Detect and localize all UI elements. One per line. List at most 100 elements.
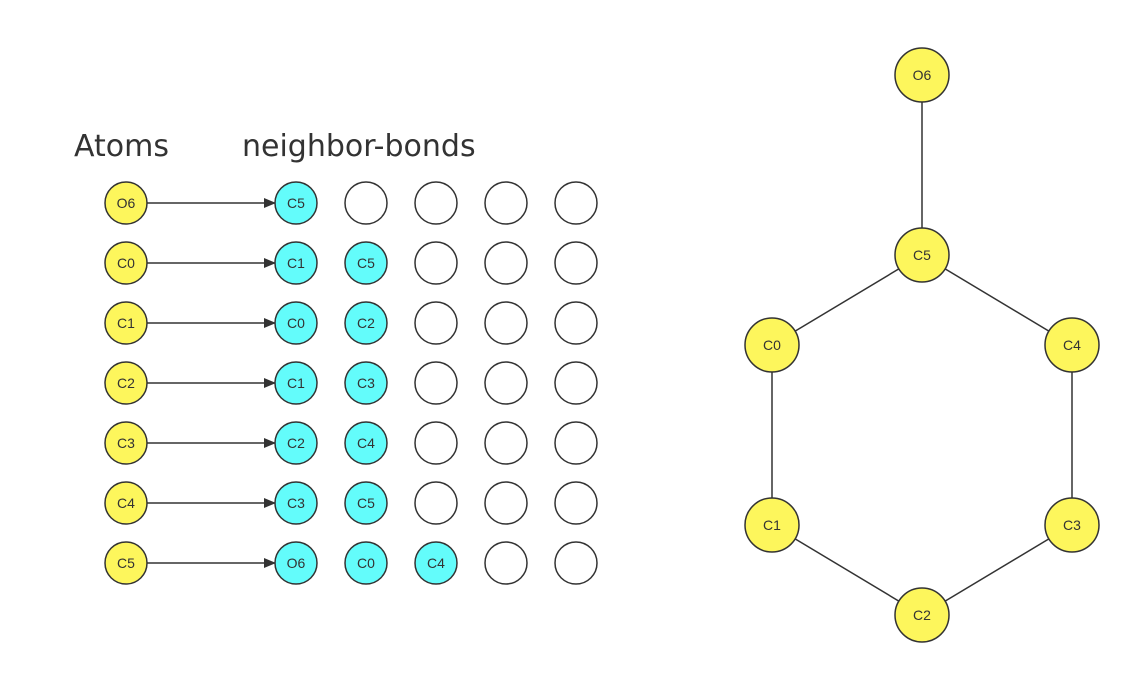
table-row-o6: O6 C5 <box>104 181 598 225</box>
neighbor-c0-label: C0 <box>287 315 305 331</box>
molecule-atom-o6: O6 <box>894 47 950 103</box>
atom-c5-label: C5 <box>117 555 135 571</box>
atom-c3-circle <box>104 421 148 465</box>
neighbor-c1-label: C1 <box>287 375 305 391</box>
molecule-atom-c5-label: C5 <box>913 247 931 263</box>
atom-c4: C4 <box>104 481 148 525</box>
empty-slot <box>344 181 388 225</box>
molecule-atom-c1-label: C1 <box>763 517 781 533</box>
neighbor-c0: C0 <box>274 301 318 345</box>
neighbor-c2-label: C2 <box>287 435 305 451</box>
empty-slot <box>484 421 528 465</box>
atom-c3: C3 <box>104 421 148 465</box>
atom-o6-label: O6 <box>117 195 136 211</box>
neighbor-c5: C5 <box>274 181 318 225</box>
neighbor-c1-label: C1 <box>287 255 305 271</box>
molecule-atom-c4-circle <box>1044 317 1100 373</box>
neighbor-c3: C3 <box>274 481 318 525</box>
neighbor-c2: C2 <box>274 421 318 465</box>
neighbor-c5-circle <box>344 241 388 285</box>
molecule-atom-c3-circle <box>1044 497 1100 553</box>
empty-slot-circle <box>484 181 528 225</box>
empty-slot-circle <box>484 481 528 525</box>
molecule-atom-c0-label: C0 <box>763 337 781 353</box>
molecule-atom-c5-circle <box>894 227 950 283</box>
molecule-atom-c1-circle <box>744 497 800 553</box>
neighbor-c5: C5 <box>344 241 388 285</box>
table-row-c3: C3 C2 C4 <box>104 421 598 465</box>
neighbor-c4-label: C4 <box>357 435 375 451</box>
atoms-heading: Atoms <box>74 129 169 164</box>
molecule-atom-c4-label: C4 <box>1063 337 1081 353</box>
atom-c3-label: C3 <box>117 435 135 451</box>
neighbor-c2-circle <box>344 301 388 345</box>
empty-slot-circle <box>554 241 598 285</box>
molecule-atom-c4: C4 <box>1044 317 1100 373</box>
empty-slot-circle <box>484 241 528 285</box>
empty-slot <box>484 541 528 585</box>
atom-c2-circle <box>104 361 148 405</box>
empty-slot <box>554 361 598 405</box>
neighbor-c3-circle <box>344 361 388 405</box>
atom-c2-label: C2 <box>117 375 135 391</box>
empty-slot <box>414 181 458 225</box>
bond-c3-c2 <box>921 524 1073 616</box>
neighbor-c2-circle <box>274 421 318 465</box>
atom-c1-circle <box>104 301 148 345</box>
molecule-atom-o6-label: O6 <box>913 67 932 83</box>
empty-slot <box>484 361 528 405</box>
molecule-atom-c1: C1 <box>744 497 800 553</box>
empty-slot-circle <box>484 301 528 345</box>
atom-c0-label: C0 <box>117 255 135 271</box>
neighbor-c4: C4 <box>344 421 388 465</box>
empty-slot <box>554 301 598 345</box>
neighbor-c2: C2 <box>344 301 388 345</box>
neighbor-c0-label: C0 <box>357 555 375 571</box>
empty-slot-circle <box>414 181 458 225</box>
atom-c2: C2 <box>104 361 148 405</box>
table-row-c0: C0 C1 C5 <box>104 241 598 285</box>
molecule-atom-c3-label: C3 <box>1063 517 1081 533</box>
empty-slot <box>414 241 458 285</box>
neighbor-c1: C1 <box>274 241 318 285</box>
neighbor-c4-label: C4 <box>427 555 445 571</box>
atom-c4-circle <box>104 481 148 525</box>
empty-slot <box>484 481 528 525</box>
empty-slot-circle <box>414 361 458 405</box>
bond-c1-c2 <box>771 524 923 616</box>
neighbor-c4-circle <box>344 421 388 465</box>
neighbor-c0-circle <box>344 541 388 585</box>
neighbor-c4-circle <box>414 541 458 585</box>
neighbor-c4: C4 <box>414 541 458 585</box>
empty-slot <box>484 301 528 345</box>
neighbor-c5-label: C5 <box>287 195 305 211</box>
empty-slot <box>484 181 528 225</box>
empty-slot <box>414 361 458 405</box>
empty-slot <box>414 421 458 465</box>
neighbor-c3-circle <box>274 481 318 525</box>
empty-slot <box>554 241 598 285</box>
empty-slot-circle <box>414 301 458 345</box>
empty-slot-circle <box>414 481 458 525</box>
empty-slot-circle <box>554 181 598 225</box>
neighbor-c5-label: C5 <box>357 255 375 271</box>
empty-slot <box>554 181 598 225</box>
empty-slot-circle <box>484 361 528 405</box>
neighbor-c5-circle <box>274 181 318 225</box>
empty-slot-circle <box>414 241 458 285</box>
atom-o6: O6 <box>104 181 148 225</box>
empty-slot-circle <box>554 481 598 525</box>
neighbor-c1: C1 <box>274 361 318 405</box>
molecule-atom-c2-circle <box>894 587 950 643</box>
molecule-atom-c2: C2 <box>894 587 950 643</box>
empty-slot-circle <box>414 421 458 465</box>
empty-slot-circle <box>554 541 598 585</box>
molecule-atom-c0: C0 <box>744 317 800 373</box>
neighbor-c0-circle <box>274 301 318 345</box>
neighbor-c1-circle <box>274 361 318 405</box>
empty-slot <box>484 241 528 285</box>
